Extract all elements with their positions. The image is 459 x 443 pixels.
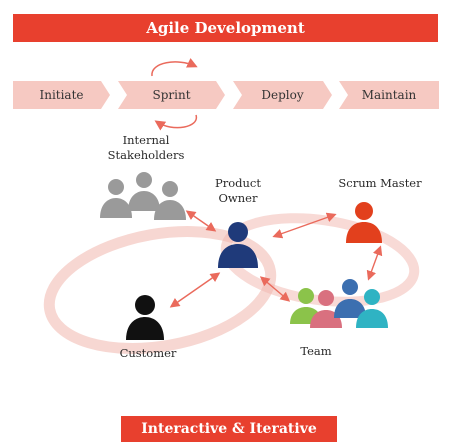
arrow-owner-to-team <box>259 276 291 302</box>
product-owner-icon <box>218 222 258 268</box>
arrow-owner-to-customer <box>169 272 221 308</box>
step-sprint: Sprint <box>118 81 225 109</box>
footer-banner: Interactive & Iterative <box>121 416 337 442</box>
step-maintain-label: Maintain <box>361 88 417 102</box>
step-initiate-label: Initiate <box>39 88 84 102</box>
team-icon <box>290 279 388 328</box>
sprint-cycle-arrow-bottom <box>154 114 197 131</box>
label-product-owner: Product Owner <box>215 176 261 205</box>
iterative-loop-left <box>43 226 277 354</box>
step-sprint-label: Sprint <box>152 88 191 102</box>
title-banner: Agile Development <box>13 14 438 42</box>
label-team: Team <box>300 344 332 358</box>
stakeholders-icon <box>100 172 186 220</box>
arrow-stakeholders-to-owner <box>185 210 217 232</box>
step-deploy-label: Deploy <box>261 88 304 102</box>
arrow-scrum-master-to-team <box>366 245 383 281</box>
step-maintain: Maintain <box>339 81 439 109</box>
step-initiate: Initiate <box>13 81 110 109</box>
step-deploy: Deploy <box>233 81 332 109</box>
customer-icon <box>126 295 164 340</box>
arrow-owner-to-scrum-master <box>272 212 337 239</box>
label-customer: Customer <box>119 346 177 360</box>
label-internal-stakeholders: Internal Stakeholders <box>107 133 185 162</box>
scrum-master-icon <box>346 202 382 243</box>
sprint-cycle-arrow-top <box>151 58 198 77</box>
label-scrum-master: Scrum Master <box>338 176 422 190</box>
